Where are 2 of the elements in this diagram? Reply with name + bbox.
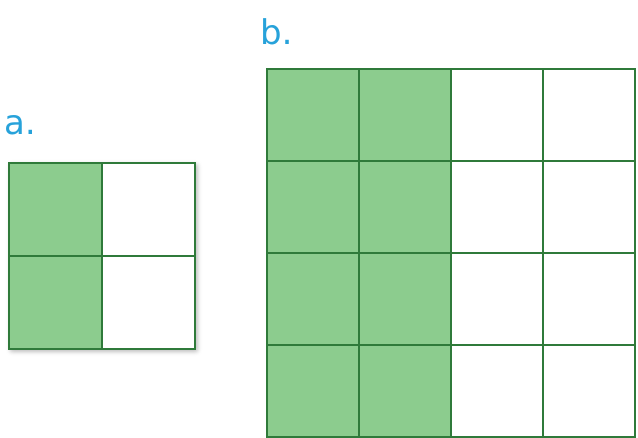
- part-label: b.: [260, 16, 292, 50]
- part-label: a.: [4, 106, 36, 140]
